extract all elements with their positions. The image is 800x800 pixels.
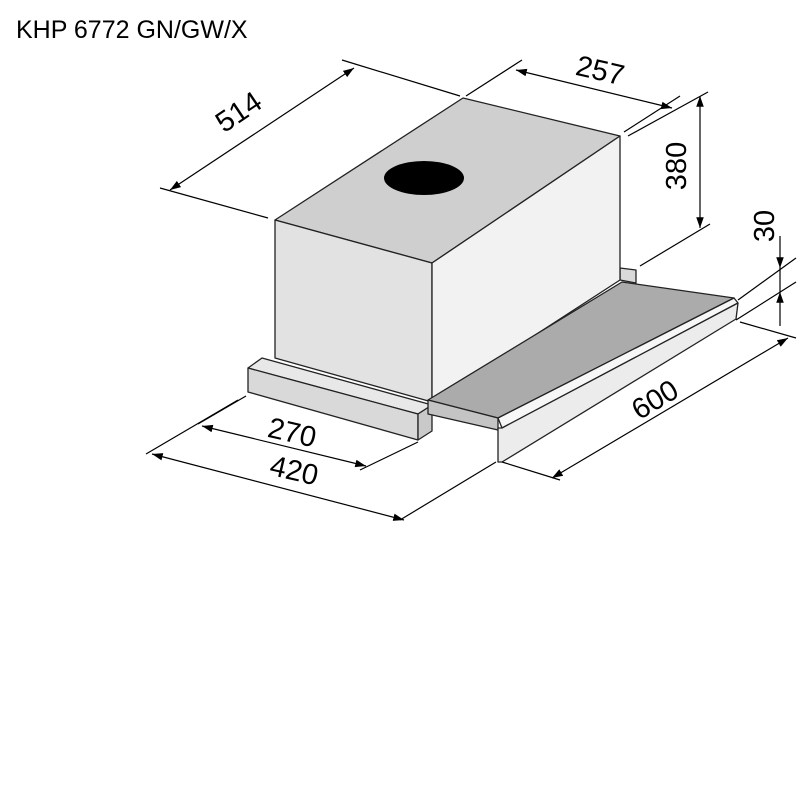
back-flange: [619, 267, 637, 284]
dim-270-label: 270: [265, 412, 319, 454]
dim-30-label: 30: [749, 210, 781, 242]
model-title: KHP 6772 GN/GW/X: [16, 16, 248, 44]
dimension-labels: 514 257 380 30 600 270 420: [210, 50, 781, 492]
dim-380-label: 380: [661, 142, 693, 190]
side-face: [431, 135, 621, 403]
air-outlet: [384, 161, 464, 195]
dim-600-label: 600: [626, 374, 684, 426]
dimension-lines: [145, 59, 797, 521]
